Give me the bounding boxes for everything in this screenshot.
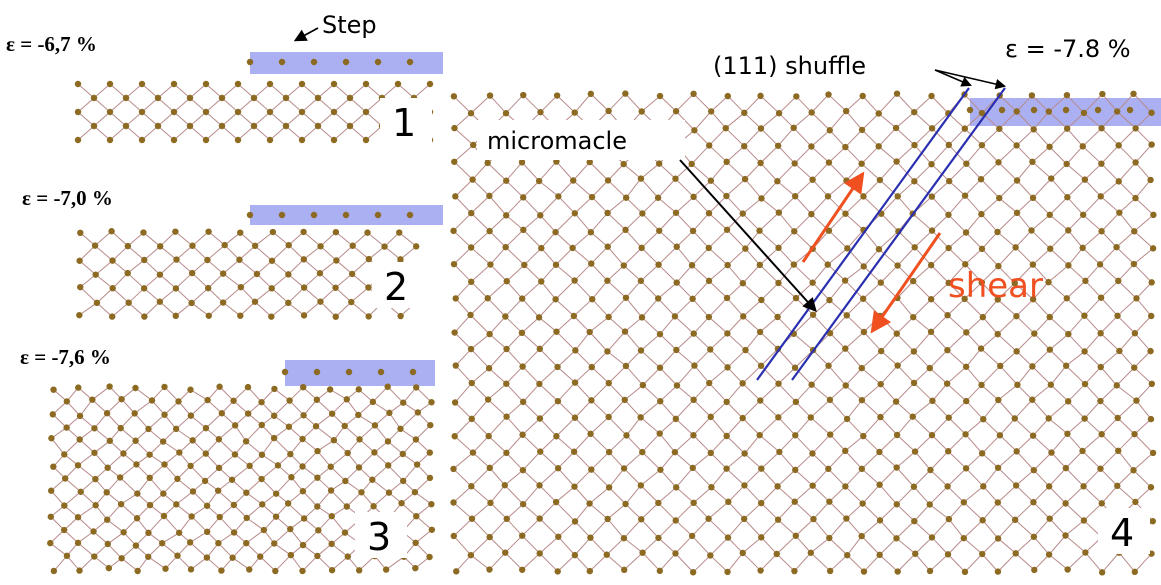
lattice-panel-4: [450, 90, 1157, 576]
lattice-bonds: [77, 83, 431, 141]
panel-number-box-4: [1098, 508, 1150, 554]
micromacle-pointer-arrow: [679, 159, 817, 313]
lattice-atoms: [246, 211, 414, 219]
panel-number-box-3: [355, 512, 407, 558]
strain-label-2: ε = -7,0 %: [22, 186, 113, 210]
strain-label-1: ε = -6,7 %: [6, 32, 97, 56]
shuffle-pointer-arrow-1: [934, 69, 972, 87]
shuffle-plane-line-1: [756, 87, 970, 381]
lattice-bonds: [453, 93, 1154, 573]
shuffle-pointer-arrow-2: [934, 69, 1007, 90]
lattice-atoms: [74, 80, 434, 144]
panel-number-2: 2: [384, 265, 408, 309]
shuffle-label: (111) shuffle: [713, 52, 866, 80]
shear-arrow-down: [870, 232, 942, 334]
strain-label-3: ε = -7,6 %: [20, 345, 111, 369]
lattice-atoms: [450, 90, 1157, 576]
shear-arrow-up: [801, 171, 865, 263]
lattice-atoms: [246, 58, 414, 66]
strain-label-4: ε = -7.8 %: [1005, 35, 1131, 63]
panel-number-3: 3: [367, 515, 391, 559]
panel-number-box-1: [380, 98, 432, 144]
step-pointer-arrow: [293, 27, 319, 42]
lattice-panel-1: [74, 58, 434, 144]
lattice-atoms: [76, 228, 420, 320]
panel-number-4: 4: [1110, 511, 1134, 555]
lattice-atoms: [281, 368, 417, 376]
lattice-panel-2: [76, 211, 420, 320]
panel-number-1: 1: [392, 101, 416, 145]
step-label: Step: [322, 11, 377, 39]
shear-label: shear: [948, 266, 1043, 306]
shuffle-plane-line-2: [791, 87, 1006, 381]
lattice-atoms: [966, 106, 1134, 114]
micromacle-label: micromacle: [487, 127, 627, 155]
panel-number-box-2: [372, 262, 424, 308]
lattice-bonds: [79, 230, 418, 318]
lattice-atoms: [47, 383, 436, 575]
micromacle-label-box: [477, 120, 685, 160]
